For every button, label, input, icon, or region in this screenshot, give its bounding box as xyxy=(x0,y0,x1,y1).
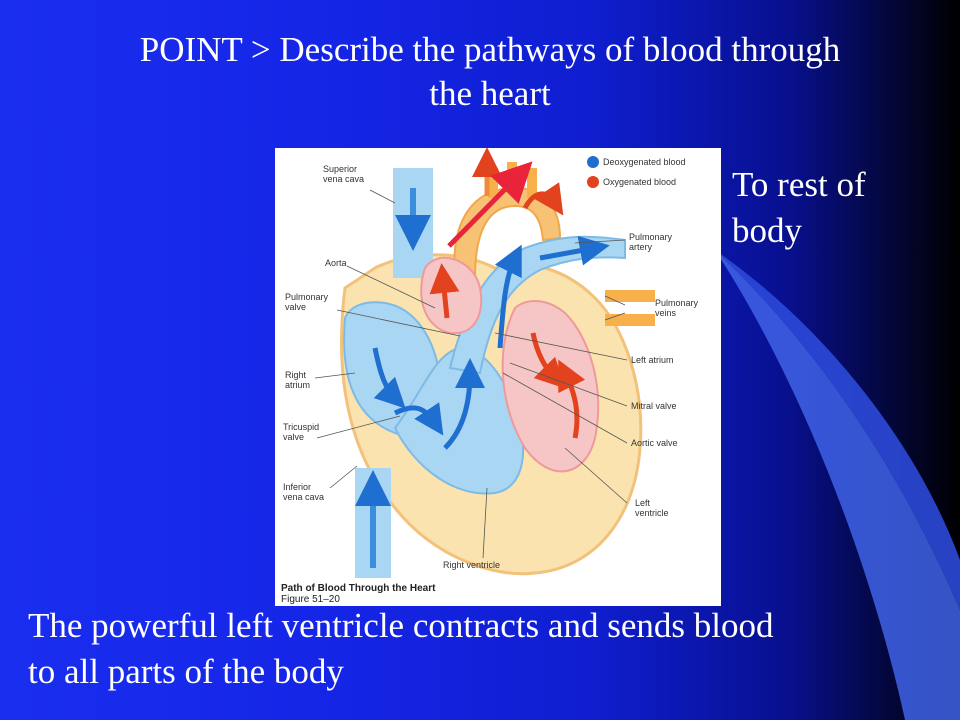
title-line-1: POINT > Describe the pathways of blood t… xyxy=(139,30,841,69)
bottom-line-1: The powerful left ventricle contracts an… xyxy=(28,606,774,645)
label-inferior-vena-cava-2: vena cava xyxy=(283,492,324,502)
bottom-description: The powerful left ventricle contracts an… xyxy=(28,603,948,695)
label-inferior-vena-cava-1: Inferior xyxy=(283,482,311,492)
flow-arrow-blue-5 xyxy=(494,244,522,349)
flow-arrow-red-3 xyxy=(558,359,586,439)
label-left-atrium: Left atrium xyxy=(631,355,674,365)
heart-diagram-figure: Deoxygenated blood Oxygenated blood xyxy=(275,148,721,606)
figure-caption-title: Path of Blood Through the Heart xyxy=(281,583,436,594)
flow-arrow-blue-6 xyxy=(539,235,610,266)
pulmonary-vein-upper xyxy=(605,290,655,302)
side-label-line-1: To rest of xyxy=(732,165,866,204)
side-label-line-2: body xyxy=(732,211,802,250)
label-pulmonary-valve-2: valve xyxy=(285,302,306,312)
flow-arrow-red-2 xyxy=(530,332,566,389)
label-pulmonary-veins-2: veins xyxy=(655,308,677,318)
label-aorta: Aorta xyxy=(325,258,347,268)
flow-arrow-red-4 xyxy=(522,182,564,216)
legend-deoxygenated-label: Deoxygenated blood xyxy=(603,157,686,167)
aorta-branch-2 xyxy=(507,162,517,192)
label-pulmonary-artery-1: Pulmonary xyxy=(629,232,673,242)
label-tricuspid-valve-1: Tricuspid xyxy=(283,422,319,432)
label-left-ventricle-1: Left xyxy=(635,498,651,508)
flow-arrow-blue-4 xyxy=(443,358,485,450)
pulmonary-vein-lower xyxy=(605,314,655,326)
label-aortic-valve: Aortic valve xyxy=(631,438,678,448)
flow-arrow-blue-2 xyxy=(372,347,406,409)
legend-oxygenated-dot xyxy=(587,176,599,188)
legend-oxygenated-label: Oxygenated blood xyxy=(603,177,676,187)
flow-arrow-red-1 xyxy=(429,263,460,319)
label-superior-vena-cava-1: Superior xyxy=(323,164,357,174)
label-superior-vena-cava-2: vena cava xyxy=(323,174,364,184)
slide-title: POINT > Describe the pathways of blood t… xyxy=(40,28,940,116)
label-left-ventricle-2: ventricle xyxy=(635,508,669,518)
bottom-line-2: to all parts of the body xyxy=(28,652,344,691)
label-pulmonary-artery-2: artery xyxy=(629,242,653,252)
to-rest-of-body-label: To rest of body xyxy=(732,162,932,254)
label-right-atrium-2: atrium xyxy=(285,380,310,390)
label-right-atrium-1: Right xyxy=(285,370,307,380)
heart-diagram: Deoxygenated blood Oxygenated blood xyxy=(281,148,699,605)
legend-deoxygenated-dot xyxy=(587,156,599,168)
label-mitral-valve: Mitral valve xyxy=(631,401,677,411)
flow-arrow-blue-3 xyxy=(393,402,444,436)
label-pulmonary-veins-1: Pulmonary xyxy=(655,298,699,308)
title-line-2: the heart xyxy=(429,74,551,113)
label-pulmonary-valve-1: Pulmonary xyxy=(285,292,329,302)
label-tricuspid-valve-2: valve xyxy=(283,432,304,442)
label-right-ventricle: Right ventricle xyxy=(443,560,500,570)
figure-caption-number: Figure 51–20 xyxy=(281,594,340,605)
